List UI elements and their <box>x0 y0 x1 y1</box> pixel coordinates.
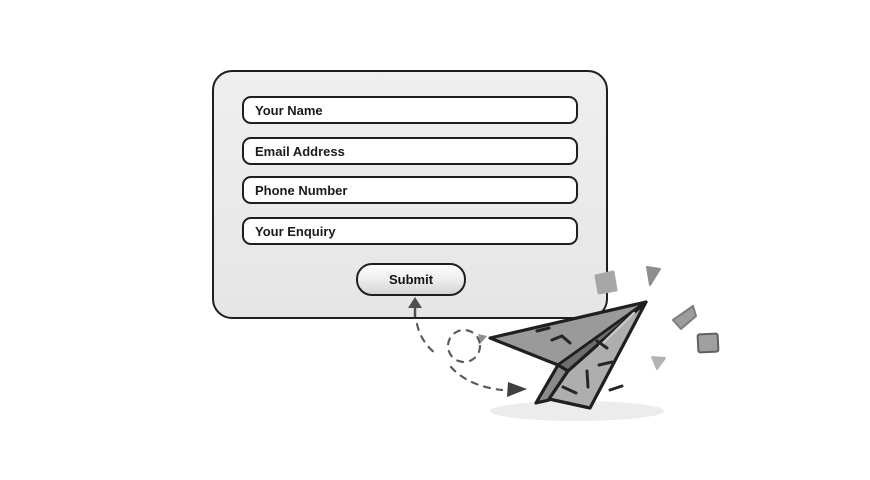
confetti-fragment <box>478 334 487 343</box>
flight-path-arrowhead-icon <box>507 382 527 397</box>
name-input[interactable] <box>242 96 578 124</box>
dashed-flight-path <box>415 322 504 392</box>
submit-button[interactable]: Submit <box>356 263 466 296</box>
contact-form-card: Submit <box>212 70 608 319</box>
plane-shadow <box>490 401 664 421</box>
email-input[interactable] <box>242 137 578 165</box>
confetti-triangle <box>651 356 666 370</box>
plane-fold-creases <box>535 326 624 395</box>
plane-highlight <box>598 311 636 348</box>
phone-input[interactable] <box>242 176 578 204</box>
confetti-square <box>696 332 720 354</box>
confetti-triangle <box>646 266 661 286</box>
enquiry-input[interactable] <box>242 217 578 245</box>
confetti-quad <box>672 305 697 330</box>
